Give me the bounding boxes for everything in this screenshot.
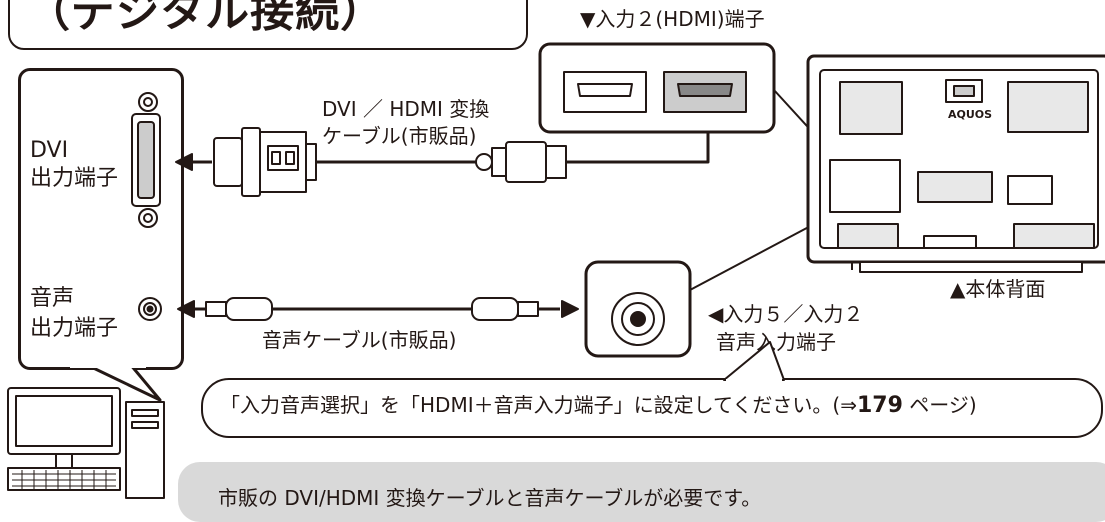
audio-input-label-1: ◀入力５／入力２ (708, 302, 864, 326)
note-prefix: 「入力音声選択」を「HDMI＋音声入力端子」に設定してください。(⇒ (220, 393, 857, 417)
dvi-hdmi-cable-label-1: DVI ／ HDMI 変換 (322, 97, 490, 121)
audio-plug-right (471, 297, 539, 321)
note-suffix: ページ) (902, 393, 977, 417)
dvi-output-port (131, 92, 161, 228)
note-bubble-tail (723, 341, 785, 381)
audio-input-panel (584, 260, 692, 358)
note-text: 「入力音声選択」を「HDMI＋音声入力端子」に設定してください。(⇒179 ペー… (220, 393, 977, 419)
note-page-number: 179 (856, 393, 903, 418)
tv-back-label: ▲本体背面 (950, 277, 1046, 301)
note-bubble (201, 378, 1103, 438)
tv-back (806, 54, 1105, 273)
audio-out-label-2: 出力端子 (30, 316, 119, 341)
computer-icon (7, 387, 165, 499)
title-box (8, 0, 528, 50)
hdmi-plug (475, 141, 567, 183)
audio-out-label-1: 音声 (30, 286, 75, 311)
dvi-out-label-2: 出力端子 (30, 166, 119, 191)
audio-input-label-2: 音声入力端子 (716, 330, 836, 354)
hdmi-port-panel (538, 42, 776, 134)
dvi-hdmi-cable-label-2: ケーブル(市販品) (322, 124, 477, 148)
audio-output-port (138, 297, 162, 321)
aquos-logo: AQUOS (948, 108, 992, 121)
audio-plug-left (205, 297, 273, 321)
dvi-plug (213, 127, 317, 197)
hdmi-port-label: ▼入力２(HDMI)端子 (580, 7, 765, 31)
page-title: （デジタル接続） (26, 0, 386, 37)
connection-diagram: AQUOS (7, 42, 1105, 499)
dvi-out-label-1: DVI (30, 138, 69, 163)
audio-cable-label: 音声ケーブル(市販品) (262, 328, 457, 352)
